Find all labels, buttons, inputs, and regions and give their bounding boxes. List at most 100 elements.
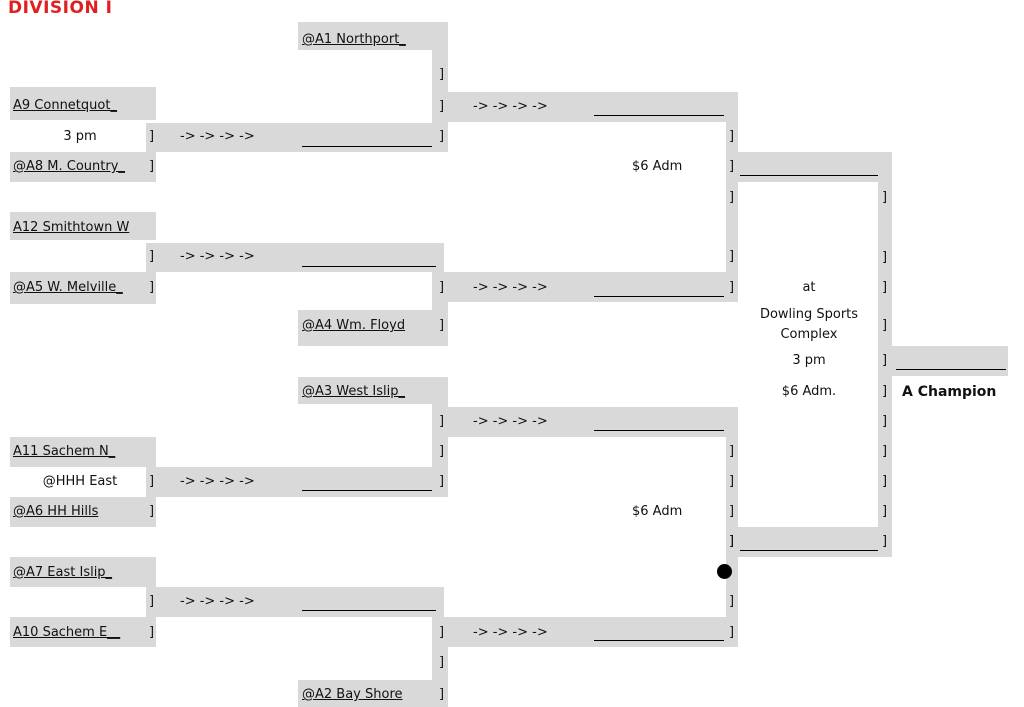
team-a8-m-country: @A8 M. Country_ <box>13 159 125 174</box>
bracket-bg-arrow-2 <box>146 243 444 272</box>
bracket-mark: ] <box>882 318 888 333</box>
bracket-bg-qf3 <box>448 407 738 437</box>
bracket-bg-a11 <box>10 437 156 467</box>
champion-slot-line <box>896 369 1006 370</box>
game-time-3pm: 3 pm <box>63 129 97 144</box>
advance-arrow-2: -> -> -> -> <box>180 249 255 264</box>
team-a1-northport: @A1 Northport_ <box>302 32 406 47</box>
bracket-mark: ] <box>439 625 445 640</box>
team-a6-hh-hills: @A6 HH Hills <box>13 504 99 519</box>
bracket-bg-sf-top-vert <box>726 92 738 302</box>
bracket-mark: ] <box>729 594 735 609</box>
advance-arrow-4: -> -> -> -> <box>180 594 255 609</box>
bracket-mark: ] <box>439 655 445 670</box>
bracket-bg-sf-top-slot <box>738 152 890 182</box>
bracket-bg-a6 <box>10 497 156 527</box>
team-a11-sachem-n: A11 Sachem N_ <box>13 444 116 459</box>
advance-arrow-6: -> -> -> -> <box>473 280 548 295</box>
final-venue-name-line1: Dowling Sports <box>759 307 859 322</box>
bracket-mark: ] <box>439 687 445 702</box>
team-a12-smithtown-w: A12 Smithtown W <box>13 220 130 235</box>
winner-slot-line <box>302 490 432 491</box>
bracket-bg-a4 <box>298 310 448 346</box>
bracket-mark: ] <box>729 159 735 174</box>
venue-hhh-east: @HHH East <box>42 474 118 489</box>
winner-slot-line <box>594 640 724 641</box>
bracket-mark: ] <box>882 280 888 295</box>
bracket-bg-qf2 <box>432 272 738 302</box>
bracket-bg-a9 <box>10 87 156 120</box>
bracket-mark: ] <box>439 129 445 144</box>
final-venue-name-line2: Complex <box>780 327 838 342</box>
team-a3-west-islip: @A3 West Islip_ <box>302 384 405 399</box>
bracket-mark: ] <box>882 250 888 265</box>
bracket-bg-champion <box>892 346 1008 376</box>
bracket-mark: ] <box>149 249 155 264</box>
bracket-mark: ] <box>149 280 155 295</box>
bracket-bg-a7 <box>10 557 156 587</box>
bracket-bg-a1 <box>298 22 448 50</box>
bracket-mark: ] <box>729 444 735 459</box>
bracket-mark: ] <box>149 474 155 489</box>
bracket-mark: ] <box>882 444 888 459</box>
bracket-mark: ] <box>882 414 888 429</box>
team-a4-wm-floyd: @A4 Wm. Floyd <box>302 318 406 333</box>
bracket-mark: ] <box>439 280 445 295</box>
bracket-bg-arrow-3 <box>146 467 448 497</box>
final-venue-at: at <box>802 280 816 295</box>
bracket-bg-a3 <box>298 377 448 404</box>
bracket-mark: ] <box>149 504 155 519</box>
bracket-mark: ] <box>729 280 735 295</box>
team-a10-sachem-e: A10 Sachem E__ <box>13 625 121 640</box>
bracket-bg-qf4 <box>432 617 738 647</box>
bracket-mark: ] <box>729 249 735 264</box>
bracket-mark: ] <box>149 159 155 174</box>
advance-arrow-5: -> -> -> -> <box>473 99 548 114</box>
bracket-mark: ] <box>729 504 735 519</box>
bracket-mark: ] <box>149 625 155 640</box>
bracket-mark: ] <box>882 190 888 205</box>
bracket-mark: ] <box>439 414 445 429</box>
bracket-bg-r1-top-vert <box>432 22 448 152</box>
admission-note-bottom: $6 Adm <box>632 504 683 519</box>
advance-arrow-1: -> -> -> -> <box>180 129 255 144</box>
winner-slot-line <box>302 610 436 611</box>
bracket-bg-qf1 <box>448 92 738 122</box>
bracket-mark: ] <box>729 625 735 640</box>
advance-arrow-8: -> -> -> -> <box>473 625 548 640</box>
bracket-mark: ] <box>439 318 445 333</box>
final-game-time: 3 pm <box>792 353 826 368</box>
team-a7-east-islip: @A7 East Islip_ <box>13 565 113 580</box>
bracket-mark: ] <box>882 384 888 399</box>
bracket-bg-a5 <box>10 272 156 304</box>
bracket-mark: ] <box>882 534 888 549</box>
bracket-bg-a2 <box>298 680 448 707</box>
winner-slot-line <box>740 175 878 176</box>
advance-arrow-7: -> -> -> -> <box>473 414 548 429</box>
bracket-bg-a10 <box>10 617 156 647</box>
admission-note-top: $6 Adm <box>632 159 683 174</box>
final-admission: $6 Adm. <box>781 384 837 399</box>
bracket-bg-r1-top-slot <box>298 123 448 152</box>
bracket-mark: ] <box>149 129 155 144</box>
team-a5-w-melville: @A5 W. Melville_ <box>13 280 123 295</box>
bracket-mark: ] <box>729 474 735 489</box>
bracket-mark: ] <box>149 594 155 609</box>
winner-slot-line <box>302 146 432 147</box>
bracket-mark: ] <box>729 190 735 205</box>
team-a9-connetquot: A9 Connetquot_ <box>13 98 117 113</box>
bracket-bg-a12 <box>10 212 156 240</box>
bracket-mark: ] <box>439 99 445 114</box>
winner-slot-line <box>740 550 878 551</box>
champion-label: A Champion <box>902 384 997 400</box>
bracket-mark: ] <box>882 504 888 519</box>
bracket-mark: ] <box>439 67 445 82</box>
advance-arrow-3: -> -> -> -> <box>180 474 255 489</box>
bullet-dot <box>717 564 732 579</box>
bracket-mark: ] <box>882 353 888 368</box>
bracket-mark: ] <box>729 129 735 144</box>
bracket-bg-a8 <box>10 152 156 182</box>
bracket-mark: ] <box>729 534 735 549</box>
bracket-mark: ] <box>439 474 445 489</box>
winner-slot-line <box>302 266 436 267</box>
